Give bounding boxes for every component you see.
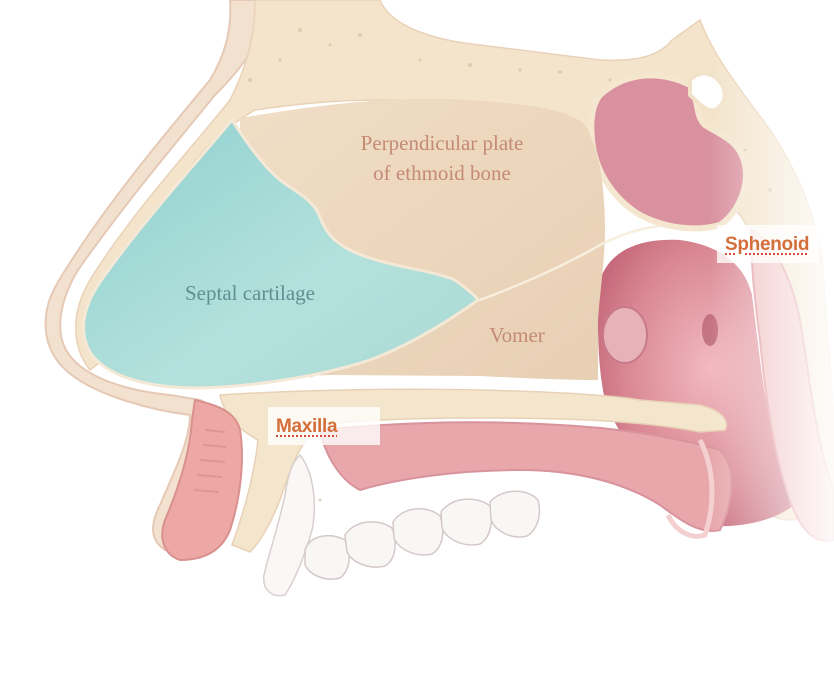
label-sphenoid[interactable]: Sphenoid [717,225,820,263]
label-maxilla-text: Maxilla [276,416,338,437]
label-vomer: Vomer [489,323,545,347]
label-perpendicular-plate-line2: of ethmoid bone [373,161,511,185]
label-septal-cartilage: Septal cartilage [185,281,315,305]
label-maxilla[interactable]: Maxilla [268,407,380,445]
label-sphenoid-text: Sphenoid [725,234,810,255]
label-perpendicular-plate-line1: Perpendicular plate [361,131,524,155]
